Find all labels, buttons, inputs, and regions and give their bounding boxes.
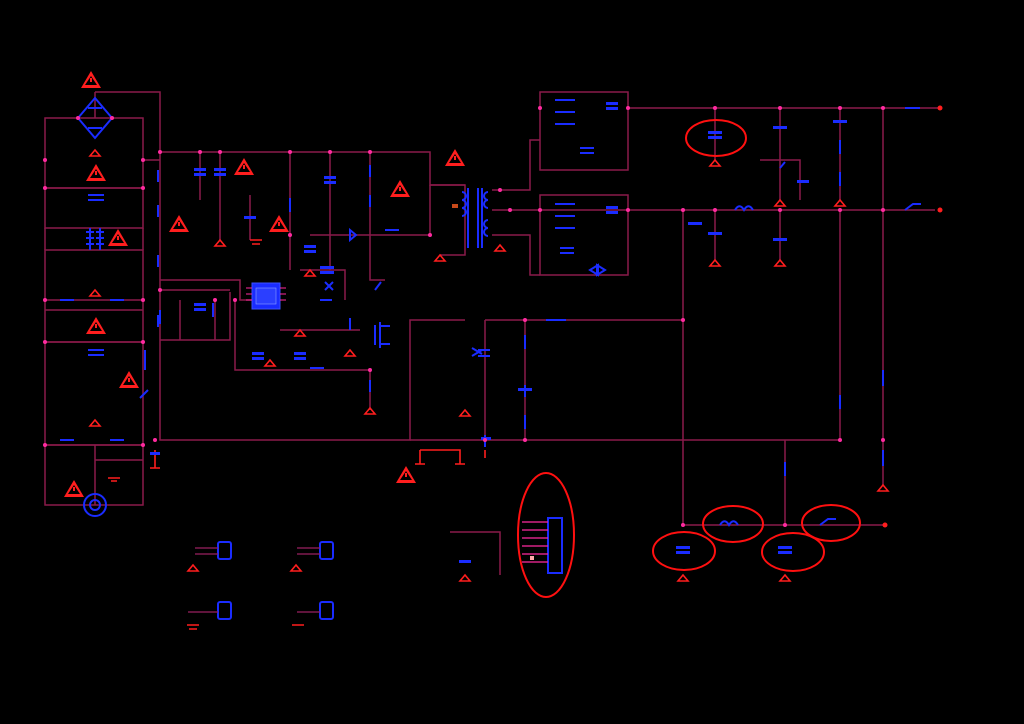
- highlight-ring-cap-left: [652, 531, 716, 571]
- highlight-ring-inductor: [702, 505, 764, 543]
- warning-icon: [445, 149, 465, 166]
- output-rails: [681, 105, 943, 525]
- safety-warning-icons: [64, 71, 465, 497]
- warning-icon: [81, 71, 101, 88]
- warning-icon: [390, 180, 410, 197]
- highlight-ring-connector: [517, 472, 575, 598]
- highlight-rings: [517, 119, 861, 598]
- warning-icon: [119, 371, 139, 388]
- secondary-snubbers: [538, 91, 940, 277]
- highlight-ring-cap-right: [761, 532, 825, 572]
- input-section: [43, 91, 465, 517]
- common-mode-choke: [86, 228, 104, 250]
- output-filter: [676, 440, 888, 582]
- feedback-section: [410, 318, 885, 466]
- power-mosfet: [374, 322, 390, 348]
- warning-icon: [64, 480, 84, 497]
- warning-icon: [86, 317, 106, 334]
- warning-icon: [396, 466, 416, 483]
- highlight-ring-output-cap: [685, 119, 747, 157]
- warning-icon: [234, 158, 254, 175]
- warning-icon: [269, 215, 289, 232]
- warning-icon: [108, 229, 128, 246]
- warning-icon: [169, 215, 189, 232]
- pwm-controller-ic: [246, 282, 286, 310]
- primary-controller-section: [158, 150, 472, 417]
- bridge-rectifier: [76, 96, 114, 140]
- warning-icon: [86, 164, 106, 181]
- output-connector: [450, 517, 563, 582]
- fuse-holder: [83, 493, 107, 517]
- highlight-ring-fuse: [801, 504, 861, 542]
- auxiliary-connectors: [186, 541, 334, 630]
